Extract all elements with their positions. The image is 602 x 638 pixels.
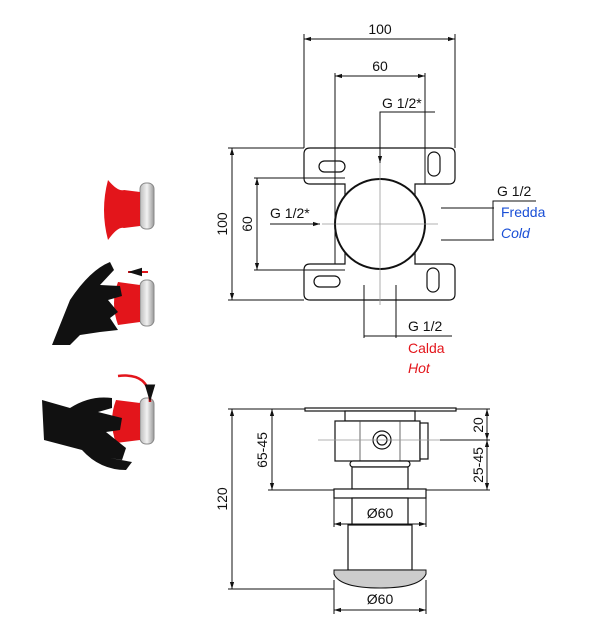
dim-depth-range: 65-45 (254, 432, 270, 468)
push-hand-illustration (52, 262, 155, 345)
dim-width-inner: 60 (372, 58, 388, 74)
side-view: 120 65-45 20 25-45 Ø60 Ø60 (214, 407, 490, 614)
top-view: 100 60 100 60 G 1/2* G 1/2* G 1/2 Fredda… (214, 21, 546, 376)
label-cold-thread: G 1/2 (497, 183, 531, 199)
label-hot-en: Hot (408, 360, 431, 376)
dim-total-height: 120 (214, 487, 230, 511)
knob-illustration (104, 180, 155, 240)
dim-flange-diameter: Ø60 (367, 505, 394, 521)
label-inlet-top: G 1/2* (382, 95, 422, 111)
dim-top-offset: 20 (470, 417, 486, 433)
dim-lower-range: 25-45 (470, 447, 486, 483)
label-hot-thread: G 1/2 (408, 318, 442, 334)
label-cold-en: Cold (501, 225, 531, 241)
dim-cap-diameter: Ø60 (367, 591, 394, 607)
label-inlet-left: G 1/2* (270, 205, 310, 221)
label-cold-it: Fredda (501, 204, 546, 220)
dim-height-inner: 60 (239, 216, 255, 232)
label-hot-it: Calda (408, 340, 445, 356)
dim-width-outer: 100 (368, 21, 392, 37)
turn-hand-illustration (42, 374, 156, 470)
dim-height-outer: 100 (214, 212, 230, 236)
rotate-arrow-icon (117, 374, 156, 403)
